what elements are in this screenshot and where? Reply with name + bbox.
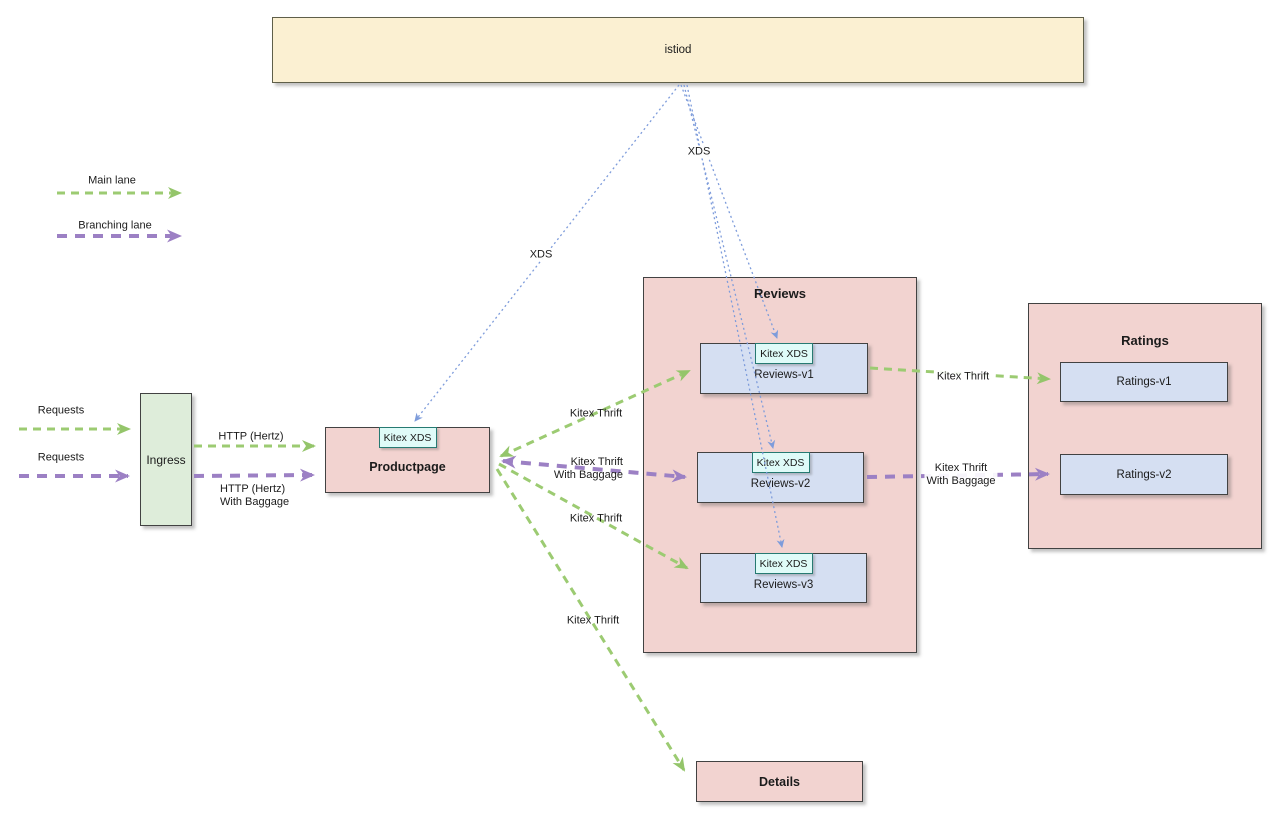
http-hertz-label: HTTP (Hertz) <box>218 430 284 443</box>
xds-reviews-label: XDS <box>685 145 713 159</box>
istiod-label: istiod <box>664 44 692 56</box>
details-node: Details <box>696 761 863 802</box>
kitex-thrift-v1-label: Kitex Thrift <box>569 407 623 420</box>
istiod-node: istiod <box>272 17 1084 83</box>
reviews-v3-label: Reviews-v3 <box>753 578 814 591</box>
kitex-xds-label: Kitex XDS <box>756 456 805 469</box>
productpage-node: Kitex XDS Productpage <box>325 427 490 493</box>
ratings-v1-node: Ratings-v1 <box>1060 362 1228 402</box>
reviews-v3-node: Kitex XDS Reviews-v3 <box>700 553 867 603</box>
reviews-group-title: Reviews <box>753 286 807 301</box>
ratings-group-title: Ratings <box>1121 333 1169 348</box>
kitex-thrift-baggage-ratings-v2-label: Kitex Thrift With Baggage <box>924 462 998 488</box>
requests-main-label: Requests <box>37 404 85 417</box>
kitex-thrift-v3-label: Kitex Thrift <box>569 512 623 525</box>
kitex-xds-label: Kitex XDS <box>383 431 432 444</box>
kitex-xds-label: Kitex XDS <box>760 347 808 360</box>
productpage-label: Productpage <box>369 459 446 474</box>
reviews-v3-sidecar-badge: Kitex XDS <box>754 553 813 574</box>
ingress-node: Ingress <box>140 393 192 526</box>
details-label: Details <box>759 774 800 789</box>
productpage-sidecar-badge: Kitex XDS <box>378 427 437 448</box>
ingress-label: Ingress <box>146 452 186 467</box>
edge-ingress-productpage-branching <box>193 468 315 482</box>
kitex-xds-label: Kitex XDS <box>759 557 808 570</box>
legend-main-lane-label: Main lane <box>88 174 136 187</box>
reviews-v1-node: Kitex XDS Reviews-v1 <box>700 343 868 394</box>
reviews-v2-sidecar-badge: Kitex XDS <box>751 452 810 473</box>
requests-branching-label: Requests <box>37 451 85 464</box>
xds-productpage-label: XDS <box>527 248 555 262</box>
reviews-v1-sidecar-badge: Kitex XDS <box>755 343 813 364</box>
ratings-v2-label: Ratings-v2 <box>1116 468 1172 481</box>
kitex-thrift-ratings-v1-label: Kitex Thrift <box>934 370 992 384</box>
kitex-thrift-baggage-v2-label: Kitex Thrift With Baggage <box>553 456 623 481</box>
ratings-group-container: Ratings <box>1028 303 1262 549</box>
ratings-v2-node: Ratings-v2 <box>1060 454 1228 495</box>
reviews-v2-node: Kitex XDS Reviews-v2 <box>697 452 864 503</box>
kitex-thrift-details-label: Kitex Thrift <box>566 614 620 627</box>
legend-branching-lane-label: Branching lane <box>78 219 152 232</box>
ratings-v1-label: Ratings-v1 <box>1116 376 1172 388</box>
http-hertz-baggage-label: HTTP (Hertz) With Baggage <box>220 483 290 508</box>
